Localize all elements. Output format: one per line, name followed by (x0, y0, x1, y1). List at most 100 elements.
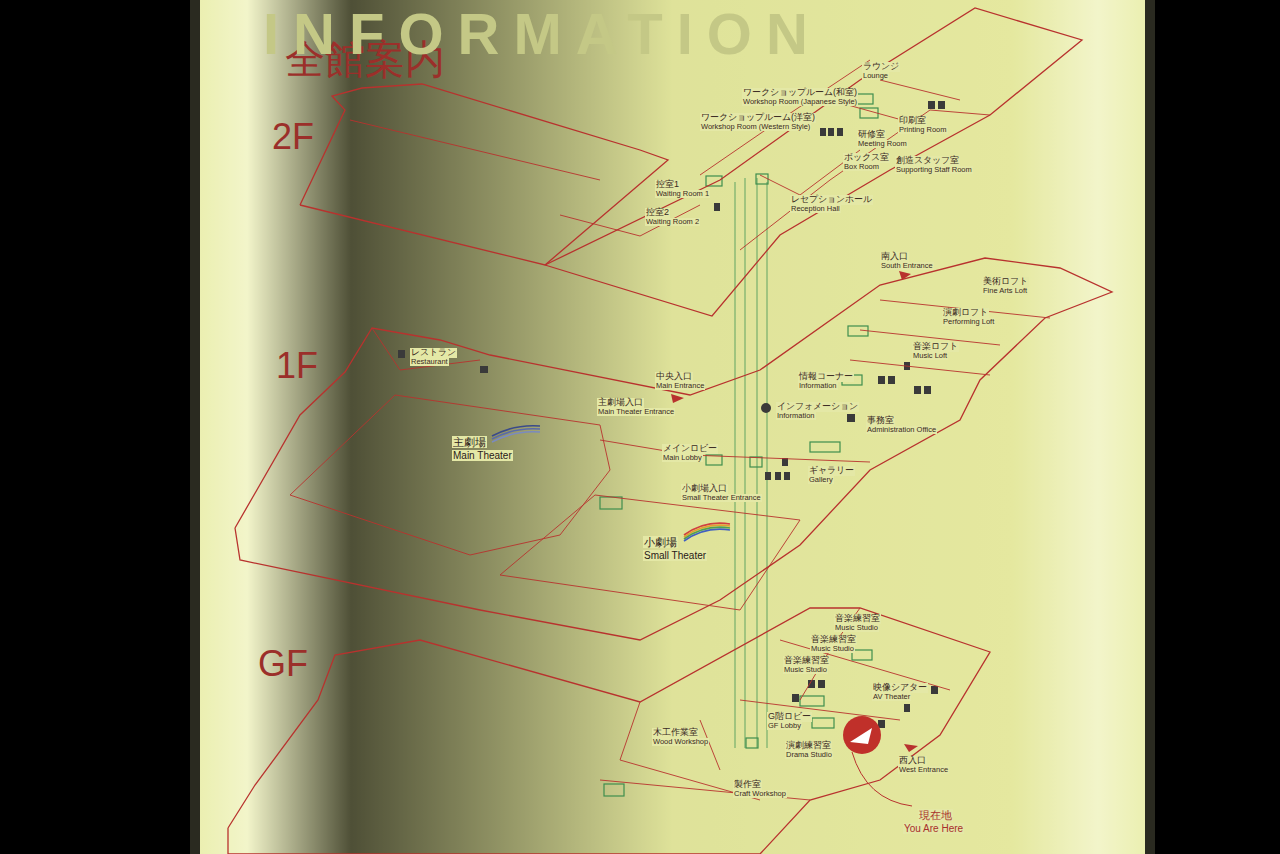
floor-outline (225, 600, 1000, 854)
room-wall (600, 780, 810, 800)
room-label: Information (776, 412, 816, 420)
room-label: ボックス室 (843, 153, 890, 163)
room-label: 主劇場 (452, 436, 487, 448)
room-label: ラウンジ (862, 62, 900, 72)
room-label: Information (798, 382, 838, 390)
room-label: You Are Here (903, 823, 964, 834)
room-label: レセプションホール (790, 195, 873, 205)
room-label: 音楽練習室 (834, 614, 881, 624)
room-label: レストラン (410, 348, 457, 358)
room-label: Lounge (862, 72, 889, 80)
room-label: Small Theater (643, 550, 707, 561)
room-wall (350, 120, 600, 180)
room-label: Box Room (843, 163, 880, 171)
room-label: ギャラリー (808, 466, 855, 476)
room-label: Main Theater (452, 450, 513, 461)
room-label: 演劇練習室 (785, 741, 832, 751)
floor-label: GF (258, 643, 308, 684)
room-label: Music Studio (783, 666, 828, 674)
room-label: Main Lobby (662, 454, 703, 462)
room-label: 音楽ロフト (912, 342, 959, 352)
room-label: 南入口 (880, 252, 909, 262)
room-label: 音楽練習室 (783, 656, 830, 666)
room-label: Restaurant (410, 358, 449, 366)
room-label: Main Entrance (655, 382, 705, 390)
room-label: インフォメーション (776, 402, 859, 412)
room-label: Meeting Room (857, 140, 908, 148)
room-label: Workshop Room (Japanese Style) (742, 98, 858, 106)
room-label: Performing Loft (942, 318, 995, 326)
floor-wall (235, 258, 1112, 640)
room-wall (560, 205, 700, 236)
room-label: 研修室 (857, 130, 886, 140)
room-wall (372, 328, 480, 370)
room-label: 控室1 (655, 180, 680, 190)
room-label: ワークショップルーム(和室) (742, 88, 858, 98)
room-label: 木工作業室 (652, 728, 699, 738)
room-label: West Entrance (898, 766, 949, 774)
floor-plate: GF (225, 600, 1000, 854)
room-label: 主劇場入口 (597, 398, 644, 408)
watermark: INFORMATION (262, 2, 823, 66)
room-label: 小劇場 (643, 536, 678, 548)
room-label: 製作室 (733, 780, 762, 790)
room-label: Waiting Room 2 (645, 218, 700, 226)
floor-label: 2F (272, 116, 314, 157)
room-label: Reception Hall (790, 205, 841, 213)
room-label: G階ロビー (767, 712, 812, 722)
room-label: 控室2 (645, 208, 670, 218)
room-wall (740, 700, 900, 720)
room-label: ワークショップルーム(洋室) (700, 113, 816, 123)
floor-wall (300, 84, 668, 265)
room-label: Small Theater Entrance (681, 494, 762, 502)
room-label: GF Lobby (767, 722, 802, 730)
room-label: Waiting Room 1 (655, 190, 710, 198)
entrance-arrows (671, 271, 918, 752)
lit-panel (200, 0, 1145, 854)
room-label: メインロビー (662, 444, 718, 454)
room-label: 現在地 (918, 809, 953, 821)
room-label: Printing Room (898, 126, 948, 134)
floor-wall (228, 608, 990, 854)
room-label: 事務室 (866, 416, 895, 426)
floor-label: 1F (276, 345, 318, 386)
room-label: Main Theater Entrance (597, 408, 675, 416)
room-label: Music Studio (810, 645, 855, 653)
room-label: Supporting Staff Room (895, 166, 973, 174)
room-label: Wood Workshop (652, 738, 709, 746)
room-label: Gallery (808, 476, 834, 484)
room-wall (880, 300, 1050, 318)
elevator-icons (600, 94, 878, 796)
elevator-shaft-lines (735, 178, 767, 748)
room-label: 小劇場入口 (681, 484, 728, 494)
room-label: 印刷室 (898, 116, 927, 126)
room-label: 情報コーナー (798, 372, 854, 382)
room-label: Workshop Room (Western Style) (700, 123, 811, 131)
room-label: Fine Arts Loft (982, 287, 1028, 295)
room-label: 映像シアター (872, 683, 928, 693)
room-wall (500, 495, 800, 610)
room-label: 美術ロフト (982, 277, 1029, 287)
room-label: South Entrance (880, 262, 934, 270)
room-label: Administration Office (866, 426, 937, 434)
room-label: 中央入口 (655, 372, 693, 382)
room-label: 演劇ロフト (942, 308, 989, 318)
facility-icons (398, 101, 945, 728)
theater-logos (492, 426, 730, 541)
sign-frame (190, 0, 1155, 854)
room-label: Craft Workshop (733, 790, 787, 798)
room-label: 音楽練習室 (810, 635, 857, 645)
room-wall (880, 80, 960, 100)
room-label: Music Studio (834, 624, 879, 632)
room-label: Music Loft (912, 352, 948, 360)
room-label: 西入口 (898, 756, 927, 766)
room-wall (600, 440, 870, 462)
panel-tint (200, 0, 1145, 854)
room-label: 創造スタッフ室 (895, 156, 960, 166)
room-label: AV Theater (872, 693, 911, 701)
room-wall (850, 360, 990, 375)
room-label: Drama Studio (785, 751, 833, 759)
room-wall (290, 395, 610, 555)
